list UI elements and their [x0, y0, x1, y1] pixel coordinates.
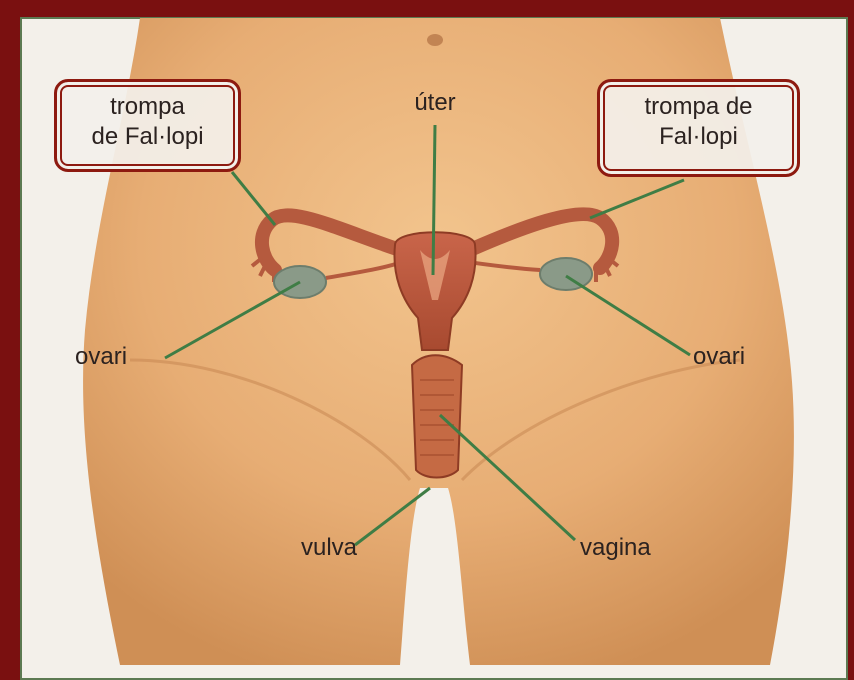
leader-uterus: [433, 125, 435, 275]
fallopian-left-highlight-box: trompa de Fal·lopi: [54, 79, 241, 172]
uterus-label: úter: [400, 88, 470, 118]
fallopian-right-label-line1: trompa de: [600, 92, 797, 122]
navel: [427, 34, 443, 46]
vulva-label: vulva: [262, 533, 357, 563]
fallopian-left-label-line1: trompa: [57, 92, 238, 122]
ovary-right-label: ovari: [693, 342, 783, 372]
fallopian-right-highlight-box: trompa de Fal·lopi: [597, 79, 800, 177]
fallopian-left-label-line2: de Fal·lopi: [57, 122, 238, 152]
ovary-left-label: ovari: [75, 342, 165, 372]
vagina-label: vagina: [580, 533, 690, 563]
vagina-canal: [412, 355, 462, 477]
fallopian-right-label-line2: Fal·lopi: [600, 122, 797, 152]
right-ovary: [540, 258, 592, 290]
